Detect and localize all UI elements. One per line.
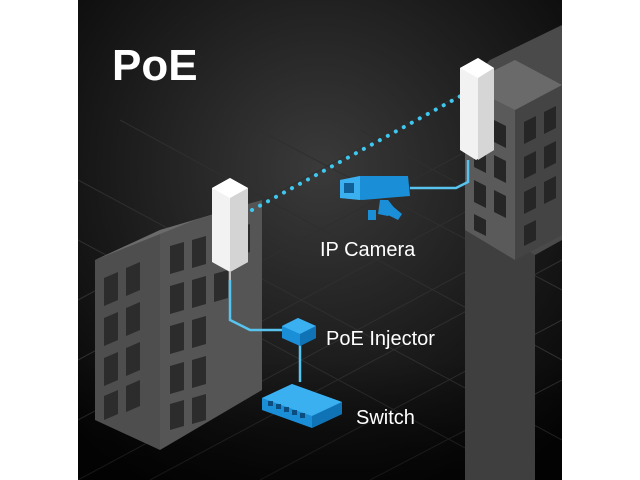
switch-label: Switch — [356, 407, 415, 429]
diagram-title: PoE — [112, 41, 198, 90]
ip-camera-label: IP Camera — [320, 239, 416, 261]
poe-injector-label: PoE Injector — [326, 328, 435, 350]
outdoor-access-point-icon — [460, 58, 494, 160]
